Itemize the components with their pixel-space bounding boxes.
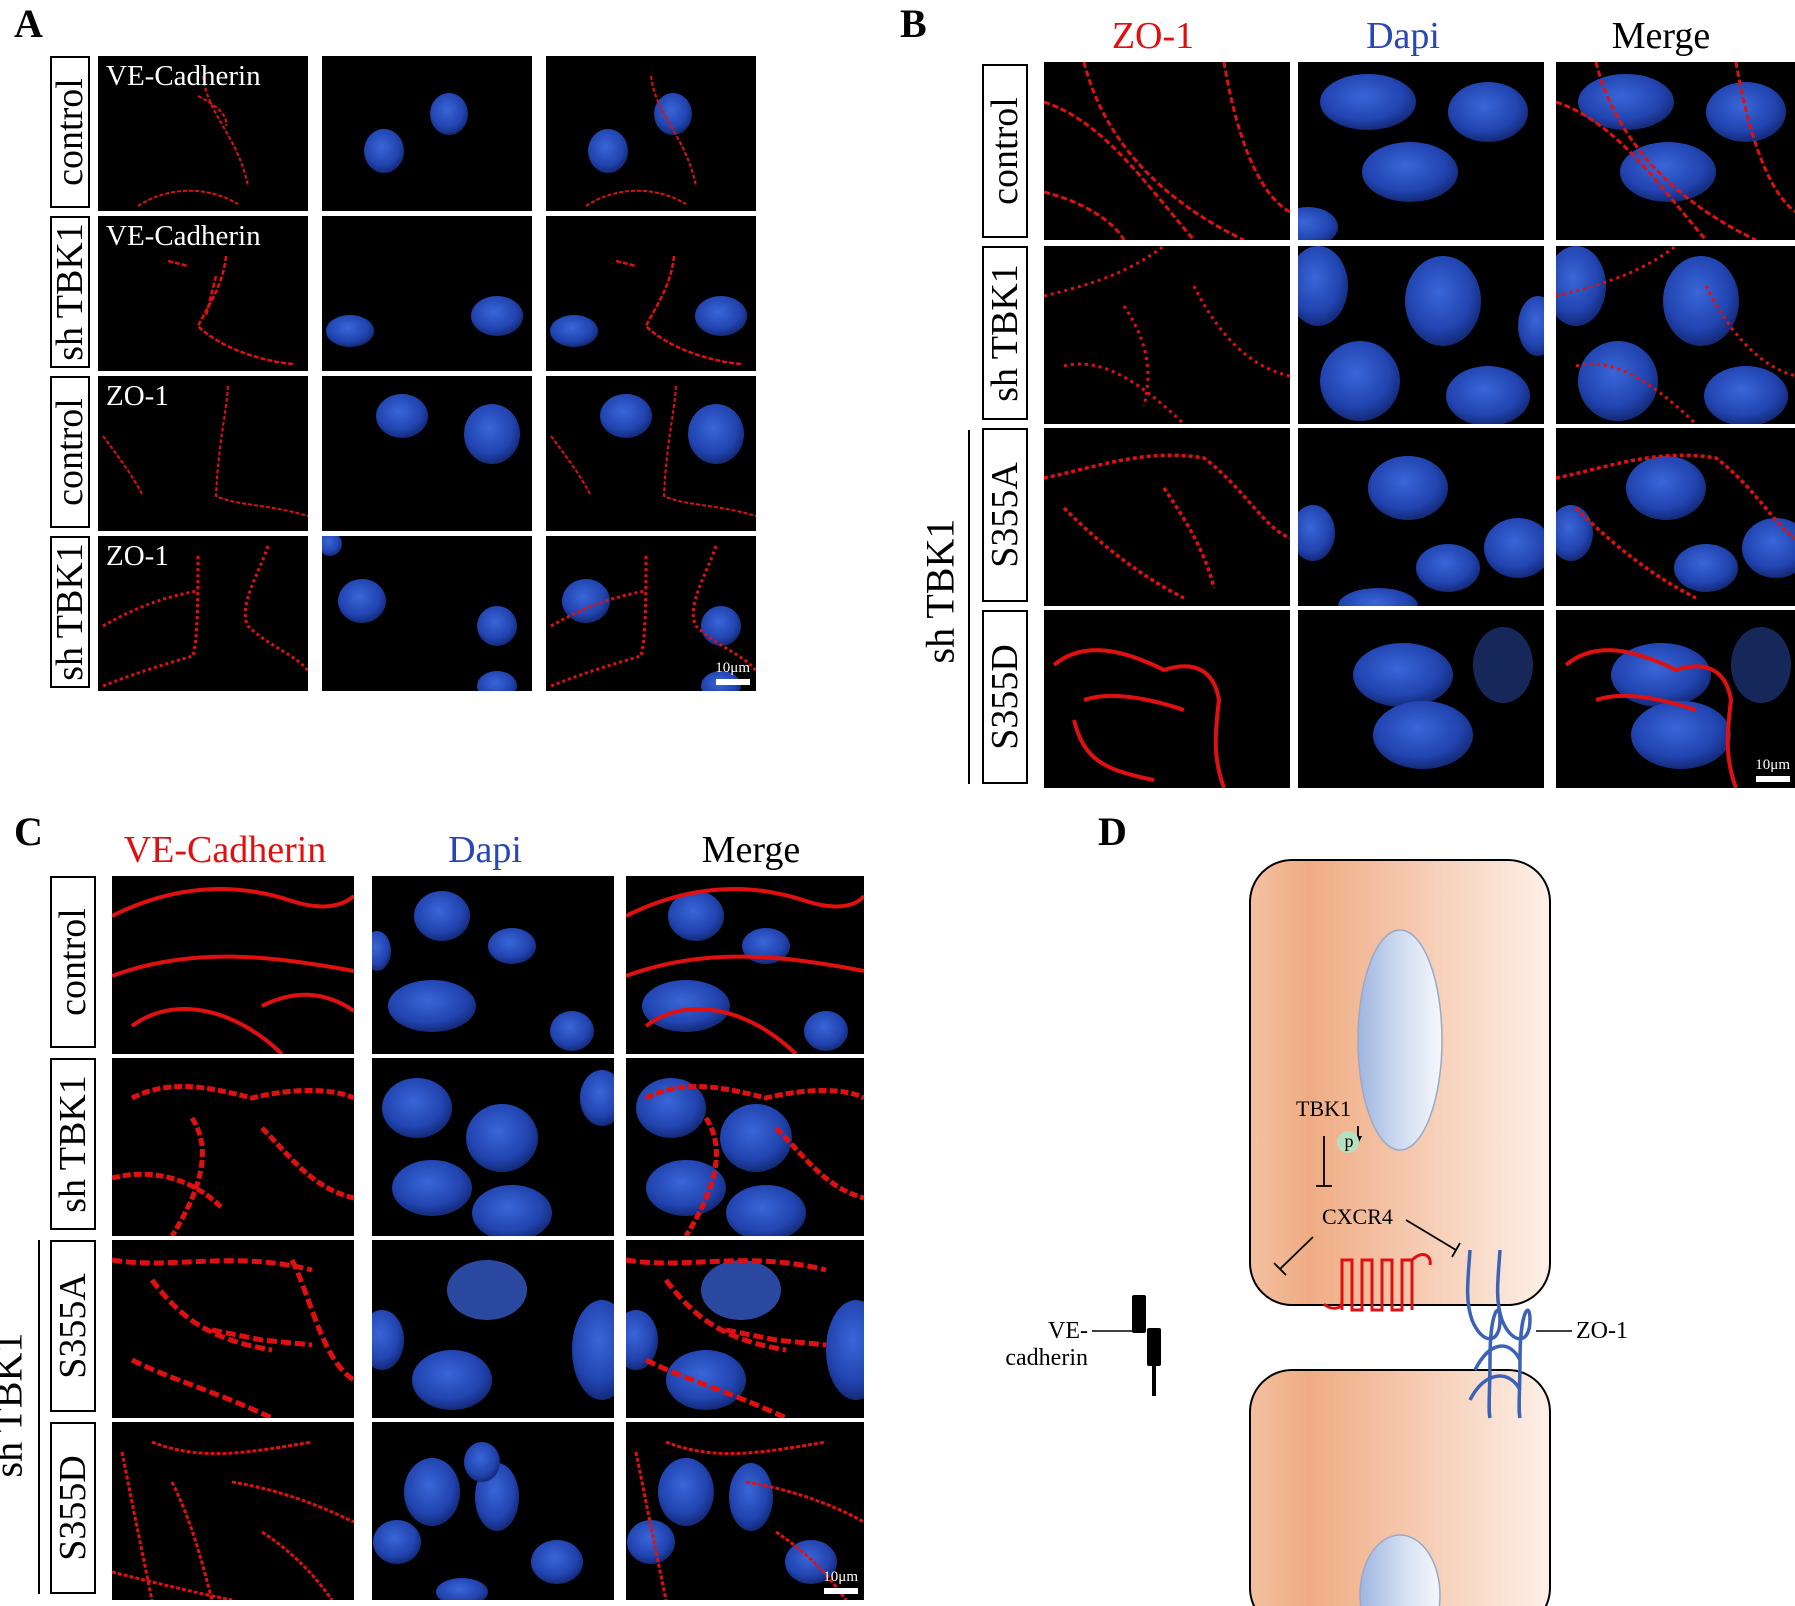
micrograph-red: VE-Cadherin xyxy=(98,56,308,211)
zo1-protein xyxy=(1465,1249,1532,1419)
micrograph-merge: 10μm xyxy=(626,1422,864,1600)
row-label: control xyxy=(49,78,92,186)
micrograph-merge: 10μm xyxy=(546,536,756,691)
scale-text: 10μm xyxy=(715,660,750,676)
row-label: sh TBK1 xyxy=(984,264,1027,402)
row-label: control xyxy=(52,908,95,1016)
row-label-box: S355D xyxy=(50,1422,96,1594)
row-label-box: S355A xyxy=(982,428,1028,602)
row-label-box: control xyxy=(982,64,1028,238)
micrograph-blue xyxy=(1298,246,1544,424)
micrograph-red xyxy=(1044,246,1290,424)
micrograph-red xyxy=(112,1422,354,1600)
micrograph-blue xyxy=(322,536,532,691)
scale-text: 10μm xyxy=(1755,757,1790,773)
micrograph-red xyxy=(112,1240,354,1418)
tbk1-label: TBK1 xyxy=(1296,1096,1351,1121)
panel-a-label: A xyxy=(14,1,43,46)
micrograph-merge xyxy=(546,376,756,531)
group-label: sh TBK1 xyxy=(917,518,963,664)
row-label-box: sh TBK1 xyxy=(982,246,1028,420)
micrograph-red xyxy=(1044,62,1290,240)
column-header: Merge xyxy=(1611,15,1711,57)
ve-cadherin-label: VE-cadherin xyxy=(1005,1318,1088,1371)
panel-c-label: C xyxy=(14,809,43,854)
micrograph-blue xyxy=(372,1058,614,1236)
scale-bar: 10μm xyxy=(715,660,750,685)
group-bracket xyxy=(968,430,970,784)
row-label: S355A xyxy=(984,462,1027,568)
micrograph-red xyxy=(112,1058,354,1236)
cxcr4-label: CXCR4 xyxy=(1322,1204,1393,1229)
column-header: Dapi xyxy=(448,829,522,871)
micrograph-blue xyxy=(1298,62,1544,240)
column-header: ZO-1 xyxy=(1111,15,1195,57)
row-label-box: sh TBK1 xyxy=(50,1058,96,1230)
group-label: sh TBK1 xyxy=(0,1332,31,1478)
row-label-box: S355D xyxy=(982,610,1028,784)
stain-label: ZO-1 xyxy=(106,380,169,412)
scale-text: 10μm xyxy=(823,1569,858,1585)
scale-bar: 10μm xyxy=(1755,757,1790,782)
micrograph-merge xyxy=(626,1058,864,1236)
stain-label: VE-Cadherin xyxy=(106,220,261,252)
p-label: p xyxy=(1344,1131,1354,1151)
column-header: Dapi xyxy=(1366,15,1440,57)
micrograph-merge xyxy=(626,876,864,1054)
row-label: S355D xyxy=(52,1455,95,1561)
row-label: S355A xyxy=(52,1273,95,1379)
ve-cadherin-protein xyxy=(1132,1295,1161,1396)
micrograph-blue xyxy=(322,376,532,531)
stain-label: ZO-1 xyxy=(106,540,169,572)
row-label: sh TBK1 xyxy=(52,1075,95,1213)
nucleus xyxy=(1359,1534,1441,1606)
row-label: sh TBK1 xyxy=(49,223,92,361)
row-label: sh TBK1 xyxy=(49,543,92,681)
micrograph-blue xyxy=(1298,610,1544,788)
micrograph-red xyxy=(1044,610,1290,788)
nucleus xyxy=(1357,929,1443,1151)
micrograph-blue xyxy=(372,1240,614,1418)
stain-label: VE-Cadherin xyxy=(106,60,261,92)
micrograph-merge xyxy=(1556,62,1795,240)
panel-d-label: D xyxy=(1098,809,1127,854)
cxcr4-receptor xyxy=(1322,1253,1432,1312)
micrograph-blue xyxy=(372,1422,614,1600)
row-label: S355D xyxy=(984,644,1027,750)
micrograph-blue xyxy=(322,56,532,211)
column-header: VE-Cadherin xyxy=(123,829,327,871)
micrograph-merge xyxy=(1556,428,1795,606)
row-label-box: sh TBK1 xyxy=(49,216,92,368)
row-label-box: sh TBK1 xyxy=(49,536,92,688)
row-label: control xyxy=(49,398,92,506)
row-label-box: control xyxy=(50,876,96,1048)
micrograph-merge: 10μm xyxy=(1556,610,1795,788)
lower-cell xyxy=(1249,1369,1551,1606)
micrograph-blue xyxy=(1298,428,1544,606)
zo1-label: ZO-1 xyxy=(1576,1318,1628,1344)
phospho-circle xyxy=(1337,1131,1359,1153)
micrograph-blue xyxy=(322,216,532,371)
column-header: Merge xyxy=(701,829,801,871)
micrograph-red: ZO-1 xyxy=(98,376,308,531)
micrograph-merge xyxy=(1556,246,1795,424)
micrograph-merge xyxy=(546,216,756,371)
micrograph-blue xyxy=(372,876,614,1054)
micrograph-red: VE-Cadherin xyxy=(98,216,308,371)
group-bracket xyxy=(38,1240,40,1594)
micrograph-merge xyxy=(546,56,756,211)
micrograph-red xyxy=(1044,428,1290,606)
row-label-box: S355A xyxy=(50,1240,96,1412)
micrograph-red xyxy=(112,876,354,1054)
micrograph-merge xyxy=(626,1240,864,1418)
row-label-box: control xyxy=(49,376,92,528)
scale-bar: 10μm xyxy=(823,1569,858,1594)
row-label-box: control xyxy=(49,56,92,208)
panel-b-label: B xyxy=(900,1,927,46)
micrograph-red: ZO-1 xyxy=(98,536,308,691)
row-label: control xyxy=(984,97,1027,205)
junction-diagram xyxy=(1092,859,1572,1606)
